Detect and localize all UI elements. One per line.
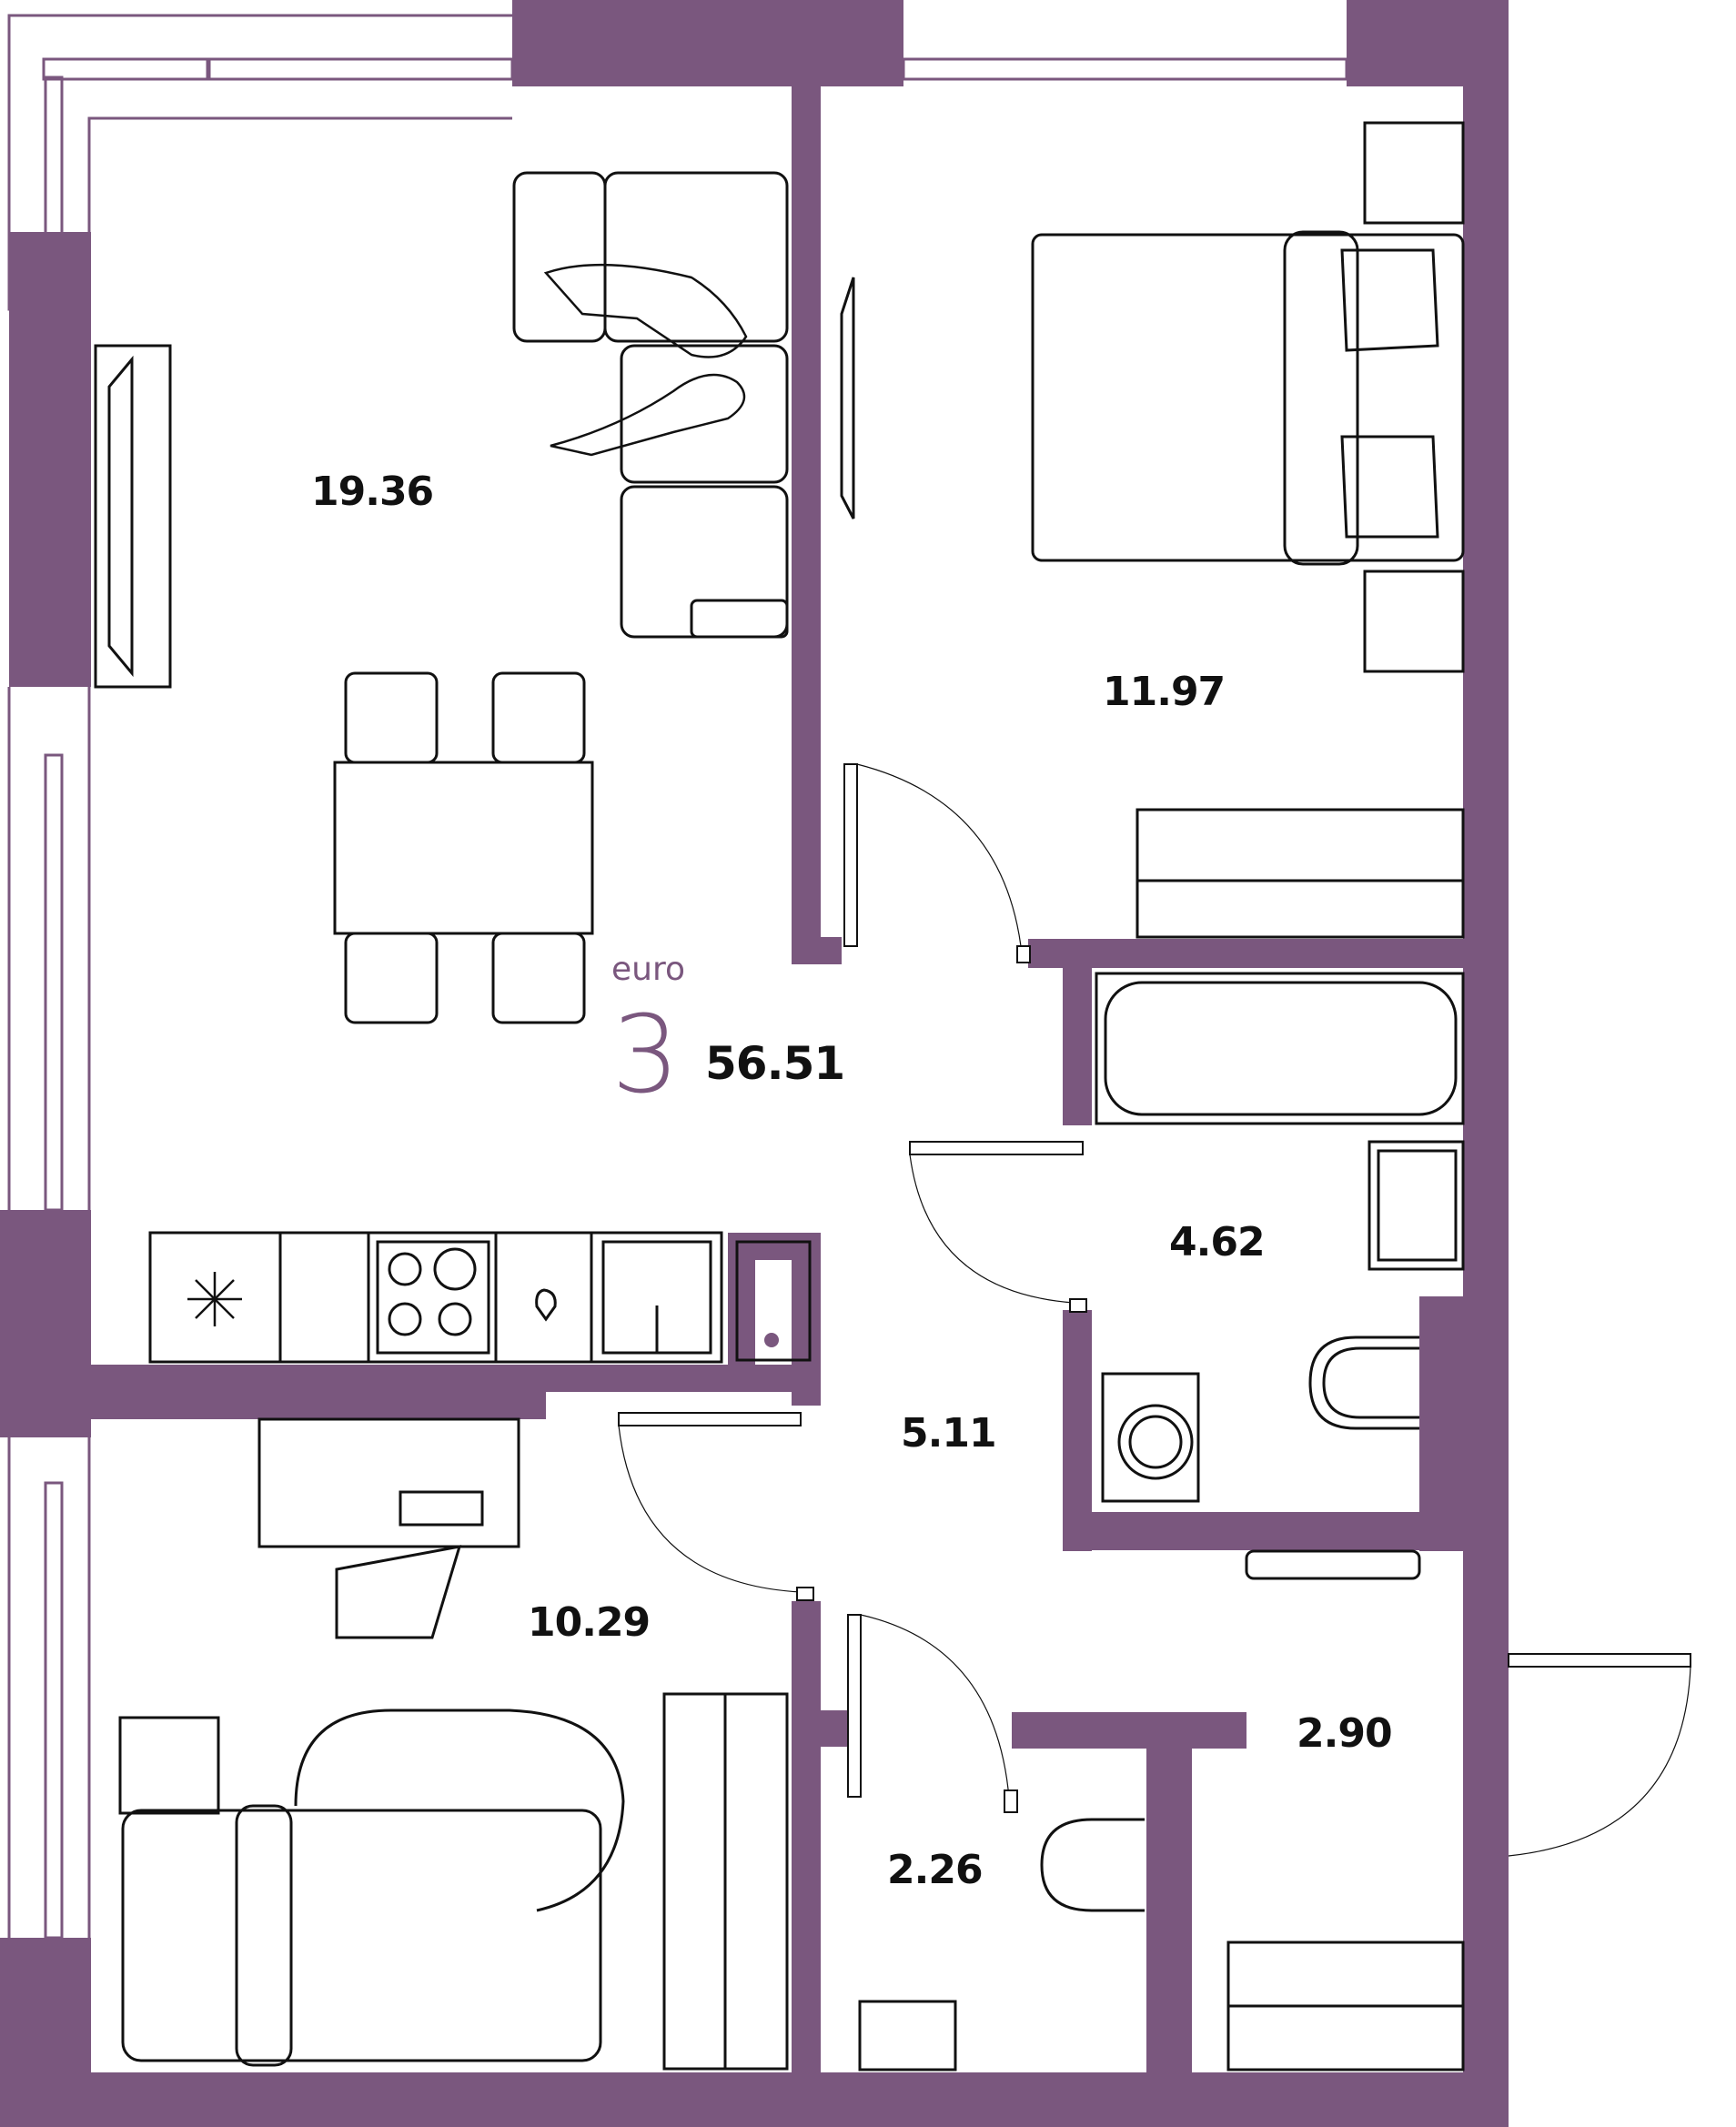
nightstand (1363, 121, 1465, 225)
walls (0, 0, 1509, 2127)
washing-machine (1101, 1372, 1200, 1503)
room-area-toilet: 2.26 (887, 1847, 984, 1893)
apartment-type-label: euro (611, 951, 685, 988)
room-area-living: 19.36 (311, 469, 434, 515)
wardrobe (1135, 808, 1465, 939)
rooms-count: 3 (611, 992, 681, 1117)
furniture (94, 121, 1465, 2072)
doors (618, 763, 1691, 1857)
kitchen-counter (148, 1231, 723, 1364)
sink (1368, 1140, 1465, 1271)
nightstand (118, 1716, 220, 1815)
room-area-hallway: 5.11 (901, 1410, 997, 1457)
room-area-bathroom: 4.62 (1169, 1219, 1266, 1265)
snowflake-icon (187, 1272, 242, 1326)
windows (7, 14, 1348, 1940)
double-bed (1031, 233, 1465, 562)
sofa (512, 171, 607, 343)
desk (257, 1417, 520, 1548)
bed (121, 1809, 602, 2062)
sink (858, 2000, 957, 2072)
room-area-bedroom-2: 10.29 (528, 1599, 651, 1646)
dining-table (333, 761, 594, 935)
room-area-bedroom-1: 11.97 (1103, 669, 1226, 715)
total-area: 56.51 (705, 1037, 845, 1090)
room-area-entrance-hall: 2.90 (1297, 1710, 1393, 1757)
bathtub (1095, 972, 1465, 1125)
tv-stand (94, 344, 172, 689)
